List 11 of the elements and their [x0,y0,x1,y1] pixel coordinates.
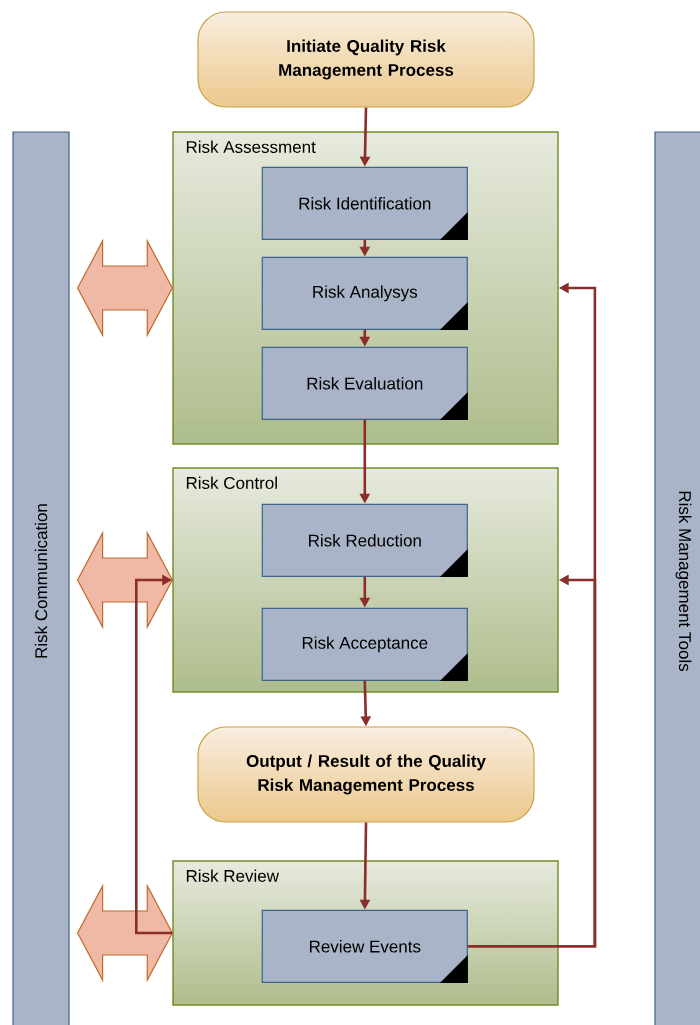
arrow [135,574,173,935]
process-box: Review Events [261,909,468,983]
process-box: Risk Acceptance [261,607,468,681]
side-bar: Risk Management Tools [654,131,700,1025]
process-box: Risk Reduction [261,503,468,577]
process-box: Risk Analysys [261,256,468,330]
terminal-box: Initiate Quality Risk Management Process [197,11,535,108]
process-box: Risk Evaluation [261,346,468,420]
side-bar: Risk Communication [12,131,70,1025]
terminal-box: Output / Result of the Quality Risk Management Process [197,726,535,823]
process-box: Risk Identification [261,166,468,240]
